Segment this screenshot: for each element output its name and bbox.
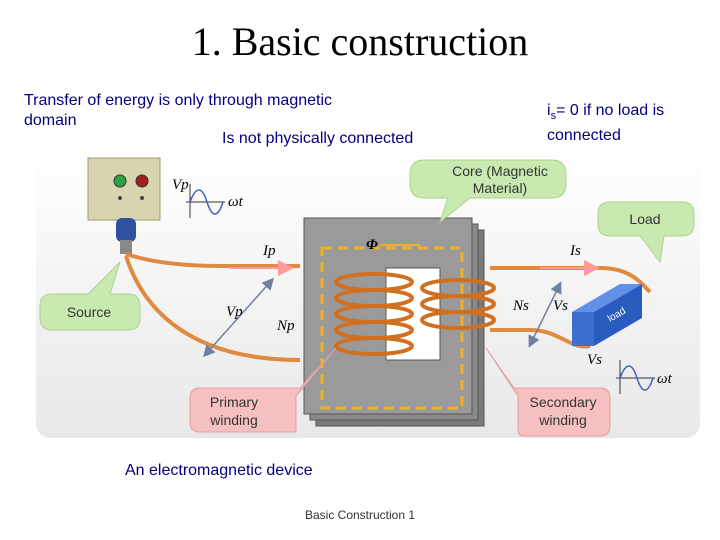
source-callout: Source xyxy=(39,261,141,331)
primary-coils xyxy=(334,272,414,356)
source-wire-bottom xyxy=(124,255,301,362)
source-box xyxy=(87,157,161,254)
load-wire-top xyxy=(490,266,652,294)
primary-waveform xyxy=(186,184,225,218)
not-connected-note: Is not physically connected xyxy=(222,130,414,147)
vp-arrow xyxy=(203,277,274,358)
secondary-label-line1: Secondary xyxy=(530,394,597,410)
is-zero-text: = 0 if no load is connected xyxy=(547,102,665,145)
flux-label: Φ xyxy=(366,237,378,253)
flux-path xyxy=(320,246,464,410)
core-label-line1: Core (Magnetic xyxy=(452,163,548,179)
secondary-coils xyxy=(420,278,496,330)
core-callout: Core (Magnetic Material) xyxy=(409,159,567,224)
vp-label: Vp xyxy=(226,304,243,320)
is-zero-note: is= 0 if no load is connected xyxy=(547,101,697,146)
source-wire-top xyxy=(125,252,300,268)
load-box: load xyxy=(572,284,642,346)
slide-footer: Basic Construction 1 xyxy=(304,508,416,522)
primary-label-line1: Primary xyxy=(210,394,258,410)
transfer-note: Transfer of energy is only through magne… xyxy=(24,92,333,129)
is-subscript: s xyxy=(550,110,557,123)
np-label: Np xyxy=(276,318,295,334)
vs-wave-label: Vs xyxy=(587,352,602,368)
ns-label: Ns xyxy=(512,298,529,314)
is-label: Is xyxy=(569,243,581,259)
omega-t-primary-label: ωt xyxy=(228,194,244,210)
secondary-label-line2: winding xyxy=(538,412,586,428)
vs-label: Vs xyxy=(553,298,568,314)
omega-t-secondary-label: ωt xyxy=(657,371,673,387)
ip-label: Ip xyxy=(262,243,276,259)
secondary-waveform xyxy=(616,360,655,394)
device-note: An electromagnetic device xyxy=(125,462,313,479)
primary-winding-callout: Primary winding xyxy=(189,347,337,433)
load-callout: Load xyxy=(597,201,695,264)
core-label-line2: Material) xyxy=(473,180,527,196)
is-symbol: i xyxy=(547,102,551,119)
secondary-winding-callout: Secondary winding xyxy=(485,347,611,437)
source-callout-label: Source xyxy=(67,304,112,320)
load-callout-label: Load xyxy=(629,211,660,227)
vp-wave-label: Vp xyxy=(172,177,189,193)
vs-arrow xyxy=(528,281,562,348)
primary-label-line2: winding xyxy=(209,412,257,428)
slide-title: 1. Basic construction xyxy=(191,19,529,64)
